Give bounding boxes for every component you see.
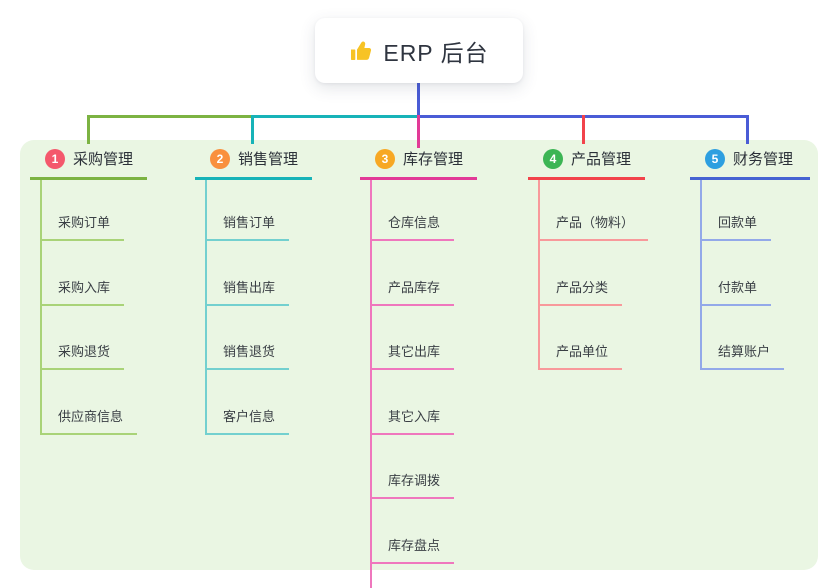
connector-drop-finance [746,115,749,144]
child-node[interactable]: 采购退货 [42,306,125,370]
branch-children: 采购订单采购入库采购退货供应商信息 [40,180,147,435]
child-label: 仓库信息 [388,215,441,230]
child-node[interactable]: 产品单位 [540,306,623,370]
branch-number-badge: 3 [375,148,395,169]
child-node[interactable]: 付款单 [702,241,772,306]
child-label: 产品分类 [556,279,609,295]
child-node[interactable]: 产品（物料） [540,180,649,241]
branch-children: 产品（物料） 产品分类产品单位 [538,180,649,370]
connector-root-vertical [417,83,420,118]
child-node[interactable]: 采购订单 [42,180,125,241]
child-node[interactable]: 产品库存 [372,241,455,306]
branch-purchase: 1 采购管理 采购订单采购入库采购退货供应商信息 [30,148,147,435]
connector-horizontal-purchase [87,115,254,118]
child-node[interactable]: 库存调拨 [372,435,455,499]
connector-drop-product [582,115,585,144]
child-label: 产品库存 [388,279,441,295]
branch-number-badge: 1 [45,148,65,169]
branch-label: 销售管理 [238,151,299,168]
child-node[interactable]: 供应商信息 [42,370,138,435]
branch-node[interactable]: 2 销售管理 [195,148,312,180]
child-node[interactable]: 回款单 [702,180,772,241]
branch-node[interactable]: 4 产品管理 [528,148,645,180]
child-node[interactable]: 销售订单 [207,180,290,241]
root-title: ERP 后台 [383,39,489,66]
branch-node[interactable]: 1 采购管理 [30,148,147,180]
branch-label: 采购管理 [73,151,134,168]
child-label: 采购退货 [58,344,111,359]
branch-node[interactable]: 3 库存管理 [360,148,477,180]
branch-children: 仓库信息产品库存其它出库其它入库库存调拨库存盘点出库库明细 [370,180,477,588]
child-label: 结算账户 [718,344,771,359]
child-label: 采购订单 [58,215,111,230]
branch-product: 4 产品管理 产品（物料） 产品分类产品单位 [528,148,649,370]
branch-node[interactable]: 5 财务管理 [690,148,810,180]
connector-drop-sales [251,115,254,144]
branch-label: 产品管理 [571,151,632,168]
child-node[interactable]: 其它入库 [372,370,455,435]
child-label: 客户信息 [223,408,276,424]
child-label: 库存调拨 [388,473,441,488]
child-node[interactable]: 销售退货 [207,306,290,370]
branch-number-badge: 2 [210,148,230,169]
child-label: 销售订单 [223,215,276,230]
child-label: 回款单 [718,215,758,230]
child-label: 库存盘点 [388,537,441,553]
branch-finance: 5 财务管理 回款单付款单结算账户 [690,148,810,370]
child-label: 销售出库 [223,279,276,295]
branch-label: 财务管理 [733,151,794,168]
branch-number-badge: 4 [543,148,563,169]
branch-label: 库存管理 [403,151,464,168]
branch-children: 销售订单销售出库销售退货客户信息 [205,180,312,435]
connector-drop-inventory [417,115,420,148]
branch-children: 回款单付款单结算账户 [700,180,810,370]
child-label: 其它出库 [388,344,441,359]
connector-horizontal-sales [251,115,419,118]
branch-inventory: 3 库存管理 仓库信息产品库存其它出库其它入库库存调拨库存盘点出库库明细 [360,148,477,588]
child-node[interactable]: 结算账户 [702,306,785,370]
branch-number-badge: 5 [705,148,725,169]
child-label: 采购入库 [58,279,111,295]
child-node[interactable]: 采购入库 [42,241,125,306]
child-label: 付款单 [718,279,758,295]
child-node[interactable]: 出库库明细 [372,564,467,588]
connector-drop-purchase [87,115,90,144]
thumbs-up-icon [349,39,373,63]
root-node[interactable]: ERP 后台 [315,18,523,83]
branch-sales: 2 销售管理 销售订单销售出库销售退货客户信息 [195,148,312,435]
child-label: 供应商信息 [58,408,124,424]
child-node[interactable]: 销售出库 [207,241,290,306]
child-node[interactable]: 产品分类 [540,241,623,306]
child-label: 其它入库 [388,408,441,424]
child-label: 产品单位 [556,344,609,359]
child-node[interactable]: 客户信息 [207,370,290,435]
child-node[interactable]: 仓库信息 [372,180,455,241]
child-label: 产品（物料） [556,215,635,230]
child-node[interactable]: 其它出库 [372,306,455,370]
child-label: 销售退货 [223,344,276,359]
child-node[interactable]: 库存盘点 [372,499,455,564]
